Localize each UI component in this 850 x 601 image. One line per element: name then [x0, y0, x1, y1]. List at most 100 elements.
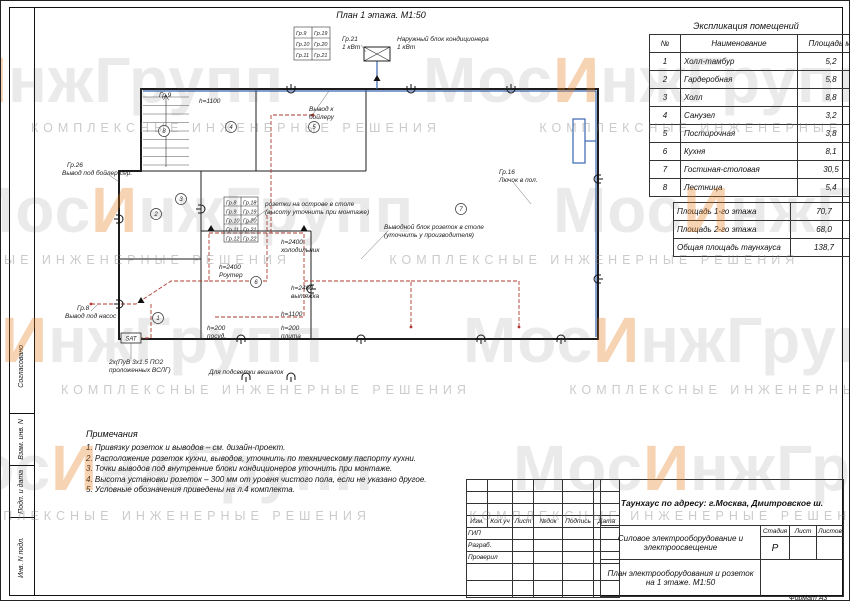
agreed-label: Согласовано	[18, 344, 25, 388]
total-name: Общая площадь таунхауса	[673, 238, 791, 257]
stamp-box-3: Инв. N подл.	[9, 517, 34, 596]
interior-walls	[119, 89, 367, 339]
role-razrab: Разраб.	[466, 539, 513, 552]
label-gr8: Гр.8	[77, 305, 90, 312]
group-table-mid: Гр.8 Гр.18 Гр.9 Гр.19 Гр.10 Гр.20 Гр.11 …	[223, 196, 259, 243]
gt1-r2c0: Гр.11	[296, 53, 309, 59]
gt2-r3c0: Гр.11	[226, 228, 239, 234]
label-kw1a: 1 кВт	[342, 44, 361, 51]
leader-lines	[90, 44, 532, 359]
row-area: 5,2	[797, 52, 849, 71]
room-marker-8: 8	[162, 129, 166, 135]
wm-accent: И	[1, 44, 8, 116]
label-dishwasher: посуд.	[207, 332, 226, 340]
row-name: Кухня	[680, 142, 798, 161]
row-area: 3,2	[797, 106, 849, 125]
label-gr21: Гр.21	[342, 36, 358, 43]
row-name: Лестница	[680, 178, 798, 197]
label-fridge: холодильник	[280, 246, 320, 254]
role-proveril: Проверил	[466, 551, 513, 564]
row-name: Холл	[680, 88, 798, 107]
row-area: 8,8	[797, 88, 849, 107]
explication-title: Экспликация помещений	[693, 21, 799, 31]
label-pump: Вывод под насос	[65, 312, 117, 320]
explication-header-row: № Наименование Площадь м²	[649, 34, 849, 53]
gt2-r2c0: Гр.10	[226, 219, 240, 225]
wiring-lines	[91, 114, 520, 339]
stamp-box-3-label: Инв. N подл.	[18, 536, 25, 578]
row-name: Холл-тамбур	[680, 52, 798, 71]
label-cable-1: 2x(ПуВ 3х1.5 ПО2	[108, 359, 164, 366]
gt1-r0c1: Гр.19	[314, 31, 327, 37]
row-num: 2	[649, 70, 681, 89]
total-value: 68,0	[790, 220, 849, 239]
outdoor-ac-unit	[363, 46, 391, 62]
gt2-r1c0: Гр.9	[226, 210, 236, 216]
outlet-triangles	[137, 75, 381, 303]
label-router: Роутер	[219, 272, 243, 279]
gt2-r4c1: Гр.22	[243, 237, 256, 243]
stamp-box-2: Подп. и дата	[9, 465, 34, 517]
row-area: 3,8	[797, 124, 849, 143]
total-name: Площадь 1-го этажа	[673, 202, 791, 221]
note-item: 4. Высота установки розеток – 300 мм от …	[86, 474, 427, 484]
row-name: Гостиная-столовая	[680, 160, 798, 179]
gt1-r1c0: Гр.10	[296, 42, 310, 48]
object-name-cell: Таунхаус по адресу: г.Москва, Дмитровско…	[600, 479, 844, 526]
explication: Экспликация помещений № Наименование Пло…	[649, 21, 849, 257]
col-name: Наименование	[680, 34, 798, 53]
label-stove: плита	[281, 333, 301, 340]
gt2-r1c1: Гр.19	[243, 210, 256, 216]
rev-h-doc: №док	[533, 515, 563, 528]
group-table-top: Гр.9 Гр.19 Гр.10 Гр.20 Гр.11 Гр.21	[293, 26, 331, 61]
row-area: 30,5	[797, 160, 849, 179]
room-marker-4: 4	[229, 125, 233, 131]
role-gip: ГИП	[466, 527, 513, 540]
label-kw1b: 1 кВт	[397, 44, 416, 51]
frame-inner-line	[34, 7, 35, 596]
rev-h-sign: Подпись	[562, 515, 594, 528]
label-h1100a: h=1100	[199, 98, 221, 105]
room-marker-1: 1	[156, 316, 159, 322]
gt2-r3c1: Гр.21	[243, 228, 256, 234]
total-value: 138,7	[790, 238, 849, 257]
label-outdoor-unit: Наружный блок кондиционера	[397, 35, 489, 43]
revision-table: Изм. Кол.уч Лист №док Подпись Дата ГИП Р…	[466, 479, 620, 598]
row-num: 6	[649, 142, 681, 161]
row-num: 5	[649, 124, 681, 143]
stamp-box-1-label: Взам. инв. N	[18, 419, 25, 460]
label-h2400b: h=2400	[219, 264, 241, 271]
label-h200b: h=200	[207, 325, 226, 332]
row-area: 8,1	[797, 142, 849, 161]
label-gr16: Гр.16	[499, 169, 515, 176]
wiring-nodes	[89, 113, 521, 329]
stage-value-cell: Р	[760, 536, 790, 560]
label-h2400a: h=2400	[281, 239, 303, 246]
row-num: 3	[649, 88, 681, 107]
gt1-r2c1: Гр.21	[314, 53, 327, 59]
plan-title: План 1 этажа. М1:50	[336, 10, 426, 20]
row-area: 5,8	[797, 70, 849, 89]
rev-h-izm: Изм.	[466, 515, 488, 528]
gt2-r2c1: Гр.20	[243, 219, 257, 225]
label-cable-2: проложенных ВСЛГ)	[109, 367, 171, 374]
label-hangers: Для подсветки вешалок	[208, 368, 284, 376]
org-cell	[760, 559, 844, 597]
label-gr26-out: Вывод под бойлер-сер.	[62, 169, 132, 177]
col-num: №	[649, 34, 681, 53]
room-marker-5: 5	[312, 125, 316, 131]
row-area: 5,4	[797, 178, 849, 197]
role-row: ГИП	[466, 527, 620, 540]
label-block-1: Выводной блок розеток в столе	[384, 223, 484, 231]
label-floor-hatch: Лючок в пол.	[498, 177, 538, 184]
